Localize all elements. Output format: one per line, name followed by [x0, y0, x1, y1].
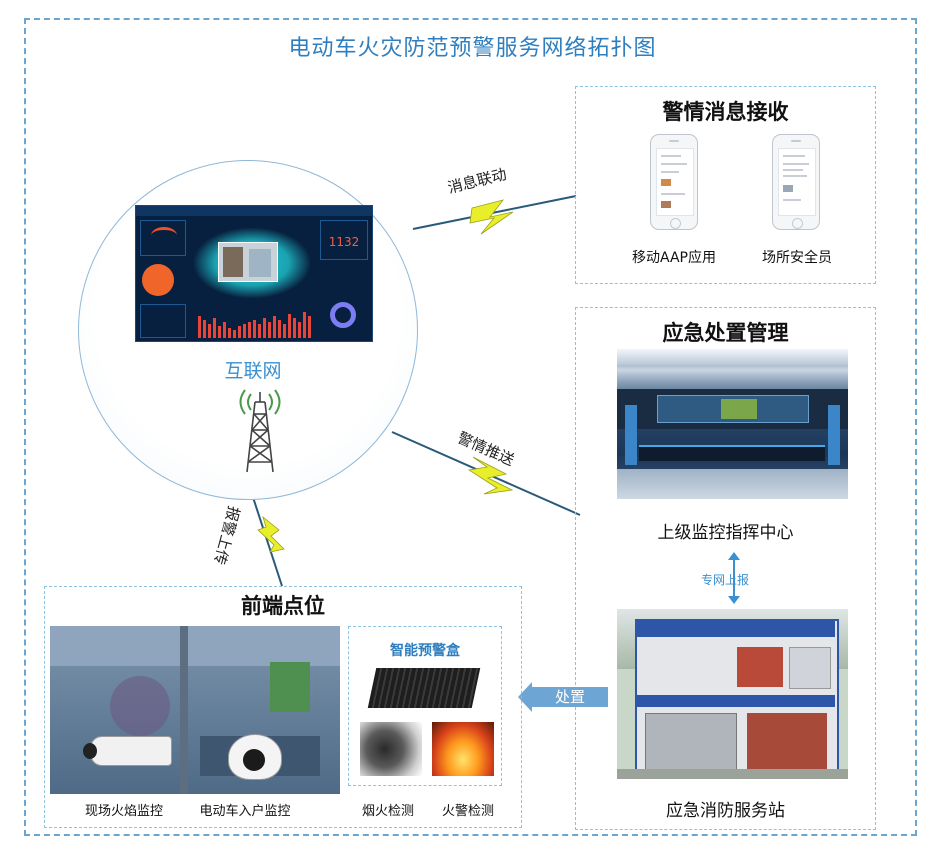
fire-station-label: 应急消防服务站 [575, 796, 876, 821]
warning-box-device [368, 668, 481, 708]
emergency-title: 应急处置管理 [575, 317, 876, 347]
handle-label: 处置 [532, 686, 608, 707]
entry-monitor-label: 电动车入户监控 [185, 800, 305, 819]
dome-camera [228, 734, 282, 780]
officer-label: 场所安全员 [737, 247, 857, 267]
monitoring-dashboard: 1132 [135, 205, 373, 342]
fire-detect-label: 火警检测 [428, 800, 508, 819]
dashboard-bar-chart [196, 304, 316, 338]
dashboard-counter: 1132 [321, 235, 367, 249]
flame-image [432, 722, 494, 776]
frontend-title: 前端点位 [44, 590, 522, 620]
bullet-camera [90, 736, 172, 766]
antenna-tower-icon [225, 380, 295, 476]
phone-icon [772, 134, 820, 230]
alarm-receive-title: 警情消息接收 [575, 96, 876, 126]
handle-arrow: 处置 [518, 682, 608, 712]
smoke-detect-label: 烟火检测 [348, 800, 428, 819]
phone-icon [650, 134, 698, 230]
fire-monitor-label: 现场火焰监控 [64, 800, 184, 819]
command-center-label: 上级监控指挥中心 [575, 518, 876, 543]
fire-station-photo [617, 609, 848, 779]
command-center-photo [617, 349, 848, 499]
smoke-image [360, 722, 422, 776]
report-label: 专网上报 [680, 571, 770, 588]
app-label: 移动AAP应用 [614, 247, 734, 267]
warning-box-title: 智能预警盒 [348, 640, 502, 660]
internet-label: 互联网 [218, 356, 288, 383]
lightning-bolt-icon [470, 200, 513, 234]
scene-photo [50, 626, 340, 794]
